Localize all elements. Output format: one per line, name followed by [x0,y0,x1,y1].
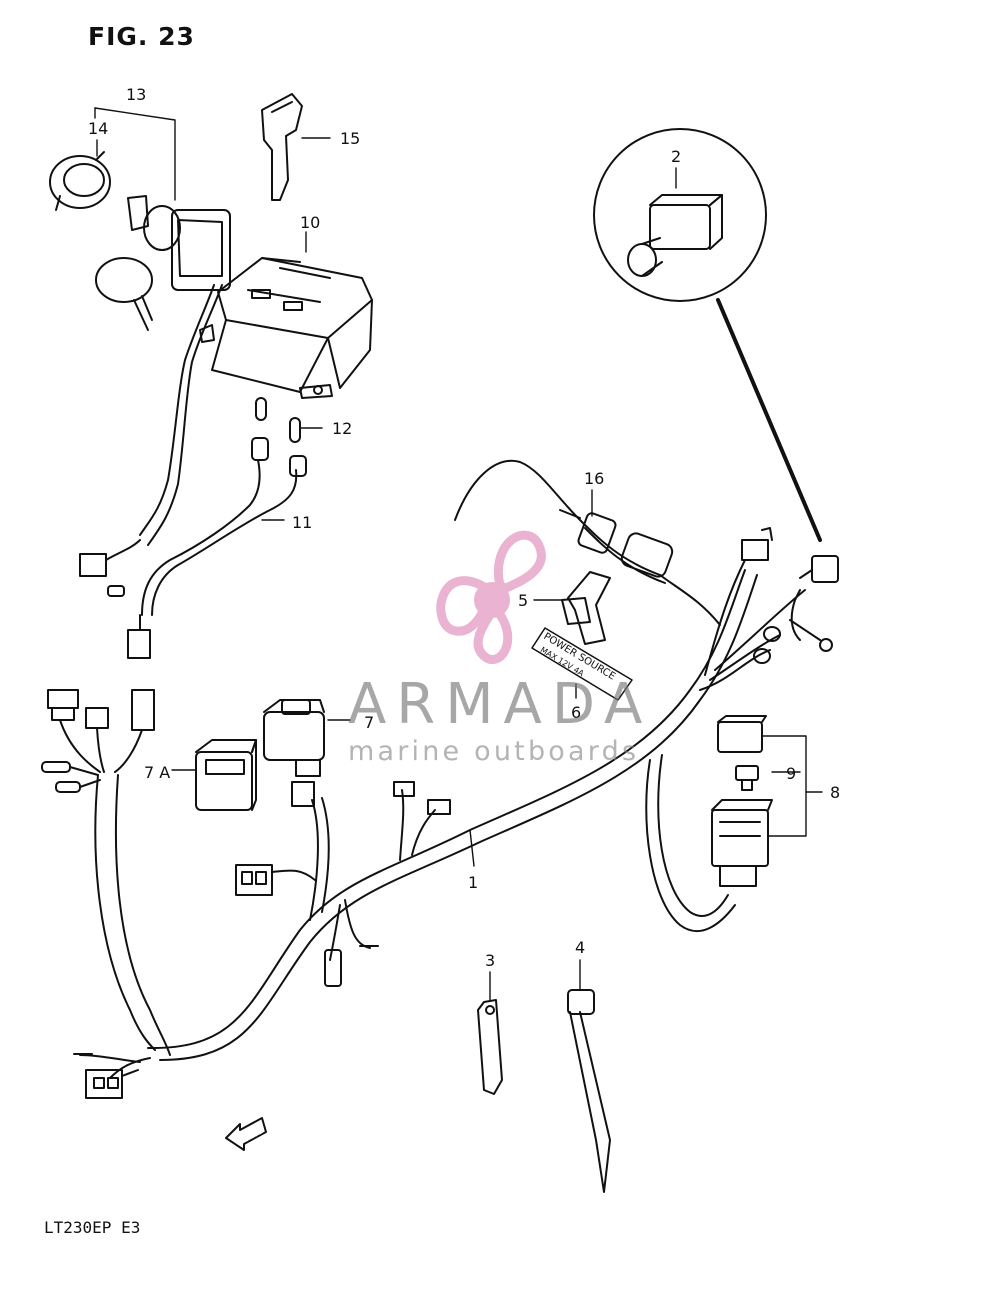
callout-3: 3 [485,951,495,970]
center-connectors [324,781,451,987]
callout-11: 11 [292,513,312,532]
watermark-tagline: marine outboards [348,736,640,767]
callout-7a: 7 A [144,763,170,782]
callout-5: 5 [518,591,528,610]
part-4-cable-tie [567,989,611,1193]
callout-15: 15 [340,129,360,148]
part-7-relay [235,699,325,896]
watermark-brand-name: ARMADA [348,672,653,737]
left-connectors [41,689,155,793]
callout-6: 6 [571,703,581,722]
part-15-key [261,93,303,201]
fwd-arrow-icon [225,1117,267,1151]
part-6-label-plate [531,627,633,701]
leader-lines [94,107,823,1001]
figure-title: FIG. 23 [88,22,195,51]
callout-1: 1 [468,873,478,892]
bottom-left-connector [73,1053,139,1099]
part-16-socket [559,509,674,578]
callout-13: 13 [126,85,146,104]
callout-9: 9 [786,764,796,783]
part-10-cdi-unit [199,257,373,399]
right-harness-ends [741,527,833,664]
part-3-clamp [477,999,503,1095]
part-5-clamp [561,571,611,645]
callout-12: 12 [332,419,352,438]
part-8-fuse-holder [711,715,773,887]
callout-2: 2 [671,147,681,166]
callout-4: 4 [575,938,585,957]
part-13-ignition-switch [49,151,231,597]
part-2-detail-circle [593,128,839,641]
model-code: LT230EP E3 [44,1218,141,1237]
callout-16: 16 [584,469,604,488]
part-7a-relay [195,739,257,811]
callout-numbers: 1 2 3 4 5 6 7 7 A 8 9 10 11 12 13 14 15 … [88,85,840,970]
callout-8: 8 [830,783,840,802]
callout-14: 14 [88,119,108,138]
callout-10: 10 [300,213,320,232]
part-11-bulb-harness [127,437,307,659]
fwd-arrow-text: FWD [243,1126,266,1144]
part-12-bulbs [255,397,301,443]
armada-logo-icon [436,530,546,664]
callout-7: 7 [364,713,374,732]
